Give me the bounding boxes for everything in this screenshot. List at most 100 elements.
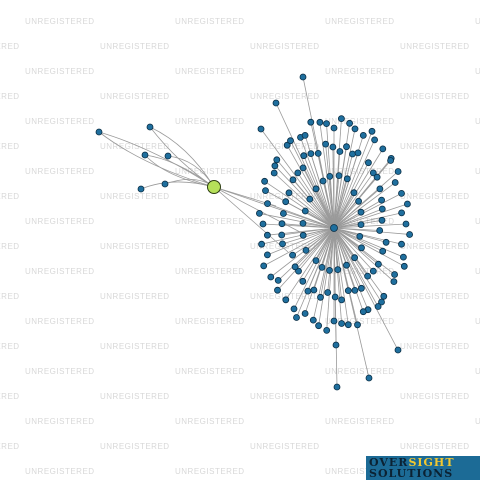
entity-node[interactable] — [399, 253, 407, 261]
entity-node[interactable] — [332, 341, 340, 349]
entity-node[interactable] — [299, 164, 307, 172]
entity-node[interactable] — [264, 200, 271, 208]
entity-node[interactable] — [272, 99, 280, 107]
entity-node[interactable] — [398, 189, 405, 197]
entity-node[interactable] — [335, 172, 343, 180]
entity-node[interactable] — [299, 73, 307, 81]
entity-node[interactable] — [373, 173, 381, 181]
entity-node[interactable] — [301, 310, 309, 317]
entity-node[interactable] — [374, 303, 382, 310]
entity-node[interactable] — [379, 247, 387, 255]
entity-node[interactable] — [318, 263, 326, 271]
entity-node[interactable] — [338, 296, 346, 304]
entity-node[interactable] — [161, 180, 169, 188]
entity-node[interactable] — [355, 197, 363, 205]
entity-node[interactable] — [343, 175, 351, 183]
entity-node[interactable] — [307, 150, 315, 158]
entity-node[interactable] — [376, 185, 384, 193]
entity-node[interactable] — [257, 125, 265, 133]
entity-node[interactable] — [290, 305, 298, 313]
entity-node[interactable] — [294, 169, 302, 177]
entity-node[interactable] — [289, 176, 297, 184]
entity-node[interactable] — [354, 149, 362, 157]
entity-node[interactable] — [378, 205, 386, 213]
entity-node[interactable] — [306, 195, 314, 203]
entity-node[interactable] — [326, 172, 334, 180]
entity-node[interactable] — [291, 263, 299, 271]
entity-node[interactable] — [326, 266, 333, 274]
entity-node[interactable] — [378, 196, 386, 204]
entity-node[interactable] — [258, 240, 266, 248]
entity-node[interactable] — [331, 293, 339, 301]
entity-node[interactable] — [394, 346, 402, 354]
entity-node[interactable] — [255, 209, 263, 217]
entity-node[interactable] — [354, 321, 361, 329]
entity-node[interactable] — [95, 128, 103, 136]
entity-node[interactable] — [319, 177, 327, 185]
entity-node[interactable] — [270, 169, 278, 177]
entity-node[interactable] — [314, 149, 322, 157]
entity-node[interactable] — [403, 200, 411, 208]
entity-node[interactable] — [357, 284, 365, 292]
entity-node[interactable] — [365, 374, 373, 382]
entity-node[interactable] — [368, 127, 376, 135]
entity-node[interactable] — [394, 168, 402, 175]
entity-node[interactable] — [358, 244, 365, 252]
entity-node[interactable] — [274, 286, 281, 294]
entity-node[interactable] — [293, 314, 300, 321]
entity-node[interactable] — [351, 286, 359, 294]
entity-node[interactable] — [299, 231, 307, 239]
entity-node[interactable] — [398, 240, 405, 248]
entity-node[interactable] — [378, 298, 385, 306]
entity-node[interactable] — [400, 262, 408, 270]
entity-node[interactable] — [323, 326, 331, 334]
entity-node[interactable] — [299, 277, 307, 285]
entity-node[interactable] — [279, 240, 286, 248]
entity-node[interactable] — [391, 271, 399, 278]
entity-node[interactable] — [350, 189, 358, 197]
entity-node[interactable] — [278, 220, 286, 228]
entity-node[interactable] — [278, 231, 286, 239]
entity-node[interactable] — [336, 148, 344, 155]
entity-node[interactable] — [356, 232, 364, 240]
entity-node[interactable] — [369, 267, 377, 275]
entity-node[interactable] — [289, 251, 297, 259]
entity-node[interactable] — [344, 321, 352, 329]
entity-node[interactable] — [346, 119, 354, 127]
entity-node[interactable] — [359, 131, 367, 139]
entity-node[interactable] — [317, 293, 324, 301]
entity-node[interactable] — [304, 287, 312, 295]
entity-node[interactable] — [382, 238, 390, 246]
entity-node[interactable] — [378, 216, 386, 224]
entity-node[interactable] — [351, 125, 359, 133]
entity-node[interactable] — [312, 257, 320, 265]
entity-node[interactable] — [315, 322, 323, 330]
entity-node[interactable] — [262, 187, 269, 195]
entity-node[interactable] — [349, 150, 356, 158]
entity-node[interactable] — [364, 272, 372, 280]
entity-node[interactable] — [369, 169, 377, 177]
entity-node[interactable] — [274, 276, 282, 284]
entity-node[interactable] — [261, 177, 269, 185]
entity-node[interactable] — [380, 292, 388, 300]
entity-node[interactable] — [359, 308, 367, 316]
entity-node[interactable] — [146, 123, 154, 131]
entity-node[interactable] — [391, 179, 399, 186]
entity-node[interactable] — [271, 162, 279, 170]
entity-node[interactable] — [343, 143, 350, 151]
central-entity-node[interactable] — [330, 224, 338, 232]
entity-node[interactable] — [351, 254, 359, 262]
entity-node[interactable] — [301, 131, 309, 139]
entity-node[interactable] — [310, 286, 318, 294]
entity-node[interactable] — [387, 157, 395, 164]
entity-node[interactable] — [137, 185, 145, 193]
entity-node[interactable] — [263, 251, 271, 259]
entity-node[interactable] — [301, 207, 309, 215]
entity-node[interactable] — [273, 156, 281, 164]
entity-node[interactable] — [323, 120, 330, 127]
entity-node[interactable] — [344, 287, 352, 295]
entity-node[interactable] — [379, 145, 387, 153]
entity-node[interactable] — [330, 124, 338, 132]
entity-node[interactable] — [316, 118, 324, 126]
entity-node[interactable] — [406, 231, 414, 238]
